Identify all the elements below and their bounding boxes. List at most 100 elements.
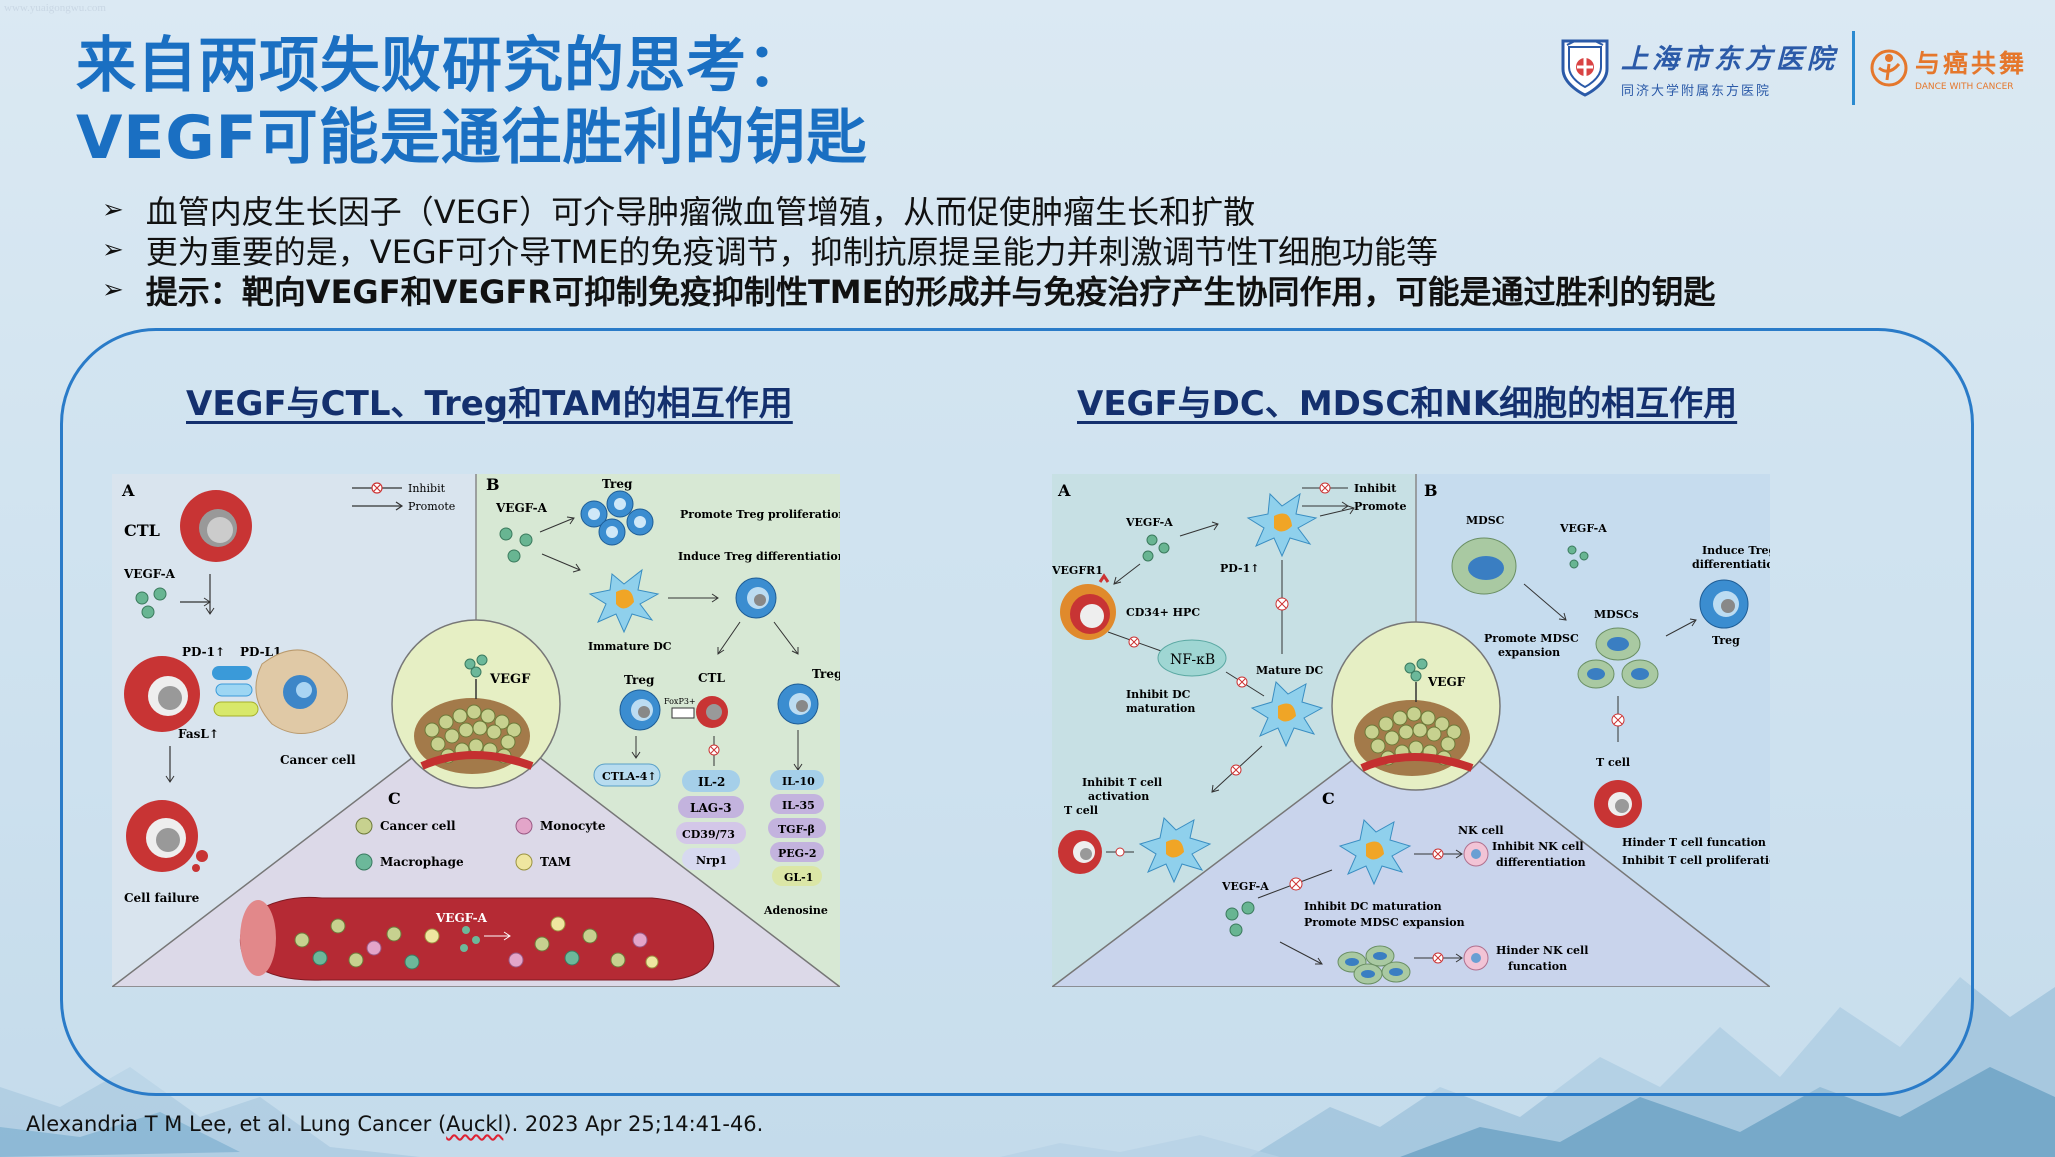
dance-figure-icon — [1870, 49, 1908, 87]
foxp3-label: FoxP3+ — [664, 697, 696, 706]
vegfa-label-c: VEGF-A — [1221, 880, 1269, 893]
nk-cell-label: NK cell — [1458, 824, 1504, 837]
blood-vessel-icon — [239, 896, 715, 981]
treg-label-right: Treg — [812, 667, 840, 681]
cytokine-column-mid — [676, 770, 746, 870]
inhibit-nk-label-2: differentiation — [1496, 856, 1586, 869]
vegfa-label-a: VEGF-A — [1125, 516, 1173, 529]
vegfa-label-b: VEGF-A — [495, 501, 548, 515]
legend-tam: TAM — [540, 855, 571, 869]
treg-left-icon — [619, 689, 661, 731]
tumor-mass-icon — [414, 698, 534, 774]
right-figure: VEGF A B C Inhibit Promote VEGF-A PD-1↑ … — [1052, 474, 1770, 987]
t-cell-b-icon — [1594, 780, 1642, 828]
inhibit-dc-mat-label-2: maturation — [1126, 702, 1195, 715]
ctl-small-icon — [696, 696, 728, 728]
vegf-dc-mdsc-nk-diagram: VEGF A B C Inhibit Promote VEGF-A PD-1↑ … — [1052, 474, 1770, 987]
inhibit-nk-label: Inhibit NK cell — [1492, 840, 1584, 853]
panel-a-label: A — [1057, 481, 1071, 500]
center-vegf-label: VEGF — [1427, 675, 1466, 689]
treg-right-icon — [777, 683, 819, 725]
center-vegf-label: VEGF — [489, 672, 531, 687]
inhibit-dc-mat-label: Inhibit DC — [1126, 688, 1191, 701]
promote-mdsc-c-label: Promote MDSC expansion — [1304, 916, 1465, 929]
ctl-binding-cell-icon — [124, 656, 200, 732]
vegfa-label-b: VEGF-A — [1559, 522, 1607, 535]
adenosine-label: Adenosine — [763, 904, 828, 917]
citation-journal-abbrev: Auckl — [446, 1112, 504, 1136]
treg-label: Treg — [1712, 634, 1740, 647]
mature-dc-icon — [1250, 680, 1324, 748]
panel-b-label: B — [1424, 481, 1438, 500]
ctl-cell-icon — [180, 490, 252, 562]
mdsc-label: MDSC — [1466, 514, 1505, 527]
vegf-ctl-treg-tam-diagram: VEGF A B C Inhibit Promote CTL VEGF-A PD… — [112, 474, 840, 987]
cytokine-il10: IL-10 — [782, 775, 815, 788]
dance-logo-english: DANCE WITH CANCER — [1914, 82, 2014, 92]
hospital-subtitle: 同济大学附属东方医院 — [1620, 84, 1771, 99]
bullet-list: ➢血管内皮生长因子（VEGF）可介导肿瘤微血管增殖，从而促使肿瘤生长和扩散 ➢更… — [102, 190, 1716, 311]
legend-monocyte: Monocyte — [540, 819, 606, 833]
cytokine-cd3973: CD39/73 — [682, 828, 735, 841]
inhibit-t-act-label-2: activation — [1088, 790, 1149, 803]
legend-tam-icon — [515, 853, 533, 871]
fasl-label: FasL↑ — [178, 727, 219, 741]
watermark: www.yuaigongwu.com — [4, 2, 106, 14]
logo-group: 上海市东方医院 同济大学附属东方医院 与癌共舞 DANCE WITH CANCE… — [1557, 28, 2027, 108]
citation-text-before: Alexandria T M Lee, et al. Lung Cancer ( — [26, 1112, 447, 1136]
legend-inhibit: Inhibit — [408, 482, 446, 495]
page-title: 来自两项失败研究的思考： VEGF可能是通往胜利的钥匙 — [76, 30, 868, 174]
bullet-item: ➢血管内皮生长因子（VEGF）可介导肿瘤微血管增殖，从而促使肿瘤生长和扩散 — [102, 190, 1715, 231]
ctla4-label: CTLA-4↑ — [602, 770, 657, 783]
cytokine-tgfb: TGF-β — [778, 823, 815, 836]
mdsc-c-cluster-icon — [1337, 945, 1411, 985]
bullet-item: ➢ 更为重要的是，VEGF可介导TME的免疫调节，抑制抗原提呈能力并刺激调节性T细… — [102, 230, 1715, 271]
pd1-label: PD-1↑ — [1220, 562, 1259, 575]
left-figure-heading: VEGF与CTL、Treg和TAM的相互作用 — [186, 384, 793, 424]
hinder-nk-label-2: funcation — [1508, 960, 1567, 973]
cytokine-nrp1: Nrp1 — [696, 854, 727, 867]
arrow-bullet-icon: ➢ — [102, 275, 124, 305]
title-line-1: 来自两项失败研究的思考： — [76, 31, 808, 101]
nfkb-label: NF-κB — [1170, 652, 1215, 668]
treg-label-left: Treg — [624, 673, 655, 687]
cancer-cell-label: Cancer cell — [280, 753, 356, 767]
induce-treg-label-2: differentiation — [1692, 558, 1770, 571]
induce-treg-diff-label: Induce Treg differentiation — [678, 550, 840, 563]
mdsc-cell-icon — [1451, 537, 1517, 595]
inhibit-t-act-label: Inhibit T cell — [1082, 776, 1162, 789]
bullet-text: 更为重要的是，VEGF可介导TME的免疫调节，抑制抗原提呈能力并刺激调节性T细胞… — [145, 233, 1439, 271]
logo-divider — [1851, 31, 1855, 105]
induce-treg-label: Induce Treg — [1702, 544, 1770, 557]
panel-a-label: A — [121, 481, 135, 500]
receptor-icon — [212, 666, 259, 717]
ctl-label: CTL — [124, 521, 160, 540]
title-line-2: VEGF可能是通往胜利的钥匙 — [76, 103, 868, 173]
promote-treg-prolif-label: Promote Treg proliferation — [680, 508, 840, 521]
inhibit-dc-c-label: Inhibit DC maturation — [1304, 900, 1442, 913]
legend-macrophage-icon — [355, 853, 373, 871]
hospital-name: 上海市东方医院 — [1620, 44, 1838, 75]
legend-cancer-cell: Cancer cell — [380, 819, 456, 833]
immature-dc-label: Immature DC — [588, 640, 672, 653]
left-figure: VEGF A B C Inhibit Promote CTL VEGF-A PD… — [112, 474, 840, 987]
cd34-hpc-label: CD34+ HPC — [1126, 606, 1200, 619]
ctl-label-b: CTL — [698, 671, 725, 685]
cell-failure-label: Cell failure — [124, 891, 200, 905]
cytokine-gl1: GL-1 — [784, 871, 813, 884]
treg-label-top: Treg — [602, 477, 633, 491]
immature-dc-icon — [588, 568, 660, 634]
legend-macrophage: Macrophage — [380, 855, 464, 869]
legend-cancer-cell-icon — [355, 817, 373, 835]
bullet-text: 血管内皮生长因子（VEGF）可介导肿瘤微血管增殖，从而促使肿瘤生长和扩散 — [145, 193, 1256, 231]
cytokine-column-right — [768, 770, 826, 886]
cytokine-il2: IL-2 — [698, 775, 725, 789]
arrow-bullet-icon: ➢ — [102, 235, 124, 265]
cytokine-il35: IL-35 — [782, 799, 815, 812]
cytokine-lag3: LAG-3 — [690, 801, 732, 815]
failing-ctl-icon — [126, 800, 208, 872]
legend-inhibit: Inhibit — [1354, 482, 1397, 495]
t-cell-icon — [1058, 830, 1102, 874]
promote-mdsc-label: Promote MDSC — [1484, 632, 1579, 645]
bullet-text: 提示：靶向VEGF和VEGFR可抑制免疫抑制性TME的形成并与免疫治疗产生协同作… — [145, 273, 1716, 311]
